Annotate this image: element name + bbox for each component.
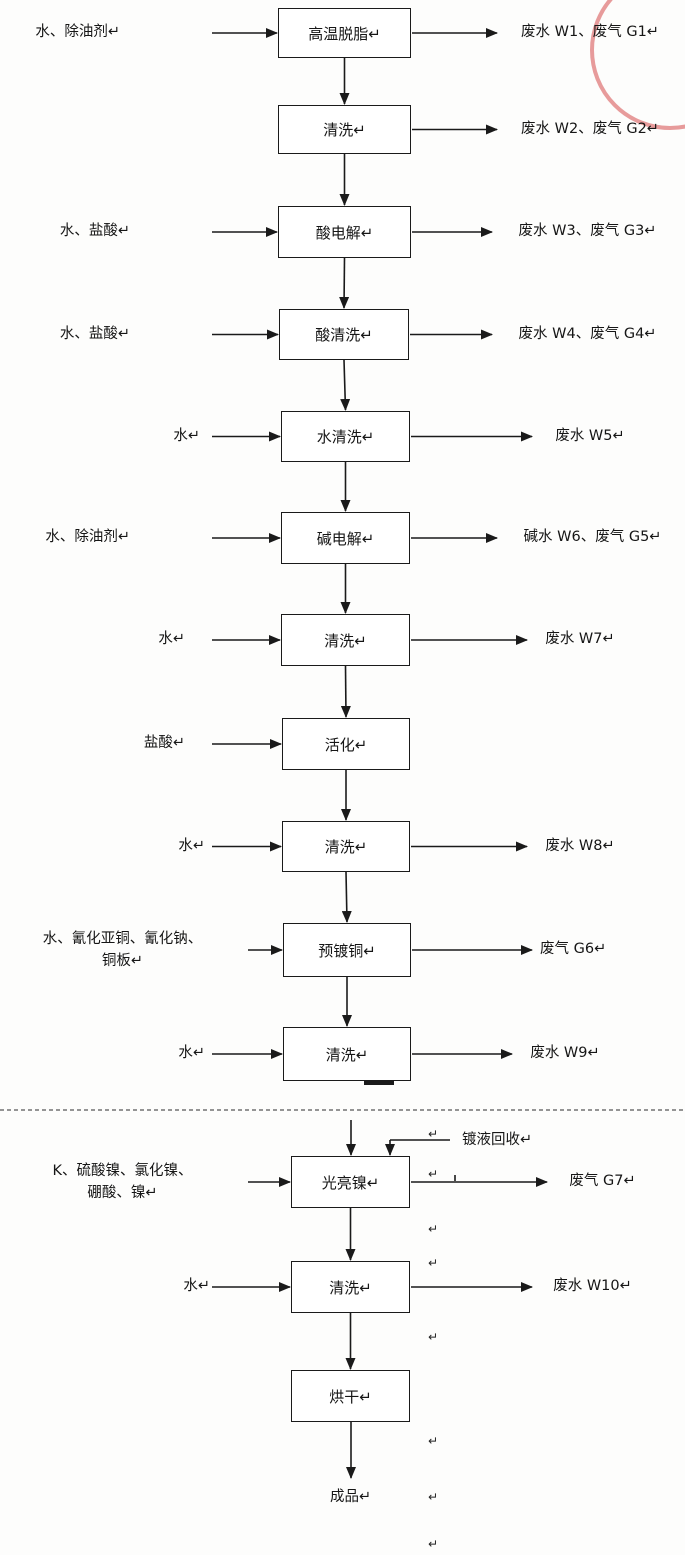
output-label-7: 废水 W7↵	[545, 631, 615, 647]
input-label-7: 水↵	[158, 631, 185, 647]
process-box-1: 高温脱脂↵	[278, 8, 411, 58]
process-box-6: 碱电解↵	[281, 512, 410, 564]
recycle-label: 镀液回收↵	[462, 1132, 533, 1148]
input-label-5: 水↵	[173, 427, 200, 444]
output-label-4: 废水 W4、废气 G4↵	[518, 325, 657, 342]
process-box-3: 酸电解↵	[278, 206, 411, 258]
para-mark-6: ↵	[428, 1434, 439, 1448]
input-label-10: 水、氰化亚铜、氰化钠、铜板↵	[42, 931, 203, 970]
output-label-11: 废水 W9↵	[530, 1045, 600, 1061]
process-box-13: 清洗↵	[291, 1261, 410, 1313]
flow-arrow-3	[339, 257, 350, 309]
process-box-4: 酸清洗↵	[279, 309, 409, 360]
input-label-11: 水↵	[178, 1045, 205, 1061]
product-label: 成品↵	[330, 1489, 372, 1505]
process-box-14: 烘干↵	[291, 1370, 410, 1422]
para-mark-8: ↵	[428, 1537, 439, 1551]
process-box-8: 活化↵	[282, 718, 410, 770]
flow-arrow-4	[340, 359, 351, 411]
para-mark-4: ↵	[428, 1256, 439, 1270]
process-box-9: 清洗↵	[282, 821, 410, 872]
input-label-8: 盐酸↵	[143, 735, 185, 751]
para-mark-3: ↵	[428, 1222, 439, 1236]
process-box-5: 水清洗↵	[281, 411, 410, 462]
output-label-5: 废水 W5↵	[555, 427, 625, 444]
output-label-12: 废气 G7↵	[569, 1173, 636, 1189]
process-box-10: 预镀铜↵	[283, 923, 411, 977]
para-mark-2: ↵	[428, 1167, 439, 1181]
output-label-2: 废水 W2、废气 G2↵	[521, 120, 659, 137]
input-label-1: 水、除油剂↵	[35, 24, 120, 40]
para-mark-5: ↵	[428, 1330, 439, 1344]
input-label-13: 水↵	[183, 1278, 210, 1294]
process-box-12: 光亮镍↵	[291, 1156, 410, 1208]
output-label-1: 废水 W1、废气 G1↵	[521, 24, 659, 40]
input-label-12: K、硫酸镍、氯化镍、硼酸、镍↵	[52, 1163, 193, 1202]
output-label-13: 废水 W10↵	[553, 1278, 632, 1294]
output-label-6: 碱水 W6、废气 G5↵	[523, 529, 662, 545]
flow-arrow-7	[340, 665, 351, 718]
input-label-4: 水、盐酸↵	[59, 325, 130, 342]
output-label-10: 废气 G6↵	[540, 941, 607, 957]
para-mark-1: ↵	[428, 1127, 439, 1141]
input-label-6: 水、除油剂↵	[45, 529, 130, 545]
input-label-3: 水、盐酸↵	[59, 223, 130, 239]
para-mark-7: ↵	[428, 1490, 439, 1504]
process-box-11: 清洗↵	[283, 1027, 411, 1081]
process-box-7: 清洗↵	[281, 614, 410, 666]
input-label-9: 水↵	[178, 837, 205, 854]
output-label-9: 废水 W8↵	[545, 837, 615, 854]
process-box-2: 清洗↵	[278, 105, 411, 154]
output-label-3: 废水 W3、废气 G3↵	[518, 223, 657, 239]
flow-arrow-9	[341, 871, 352, 923]
